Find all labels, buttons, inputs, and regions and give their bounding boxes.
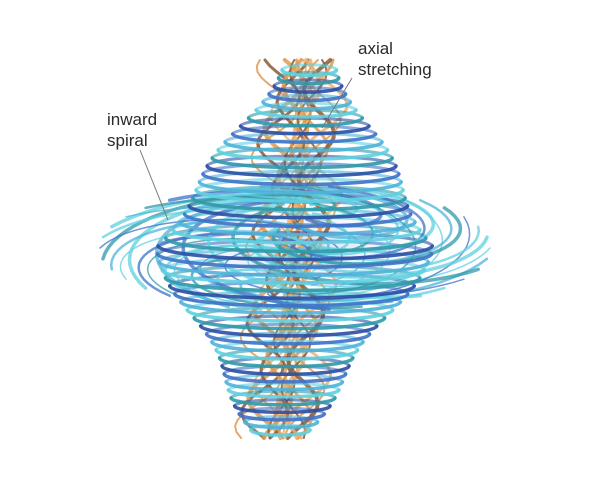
- spiral-ring-front-arc: [163, 276, 422, 293]
- spiral-ring-front-arc: [198, 324, 379, 338]
- spiral-ring-front-arc: [171, 228, 422, 245]
- spiral-ring-front-arc: [242, 420, 320, 430]
- spiral-ring-front-arc: [267, 92, 348, 103]
- spiral-ring-front-arc: [214, 348, 360, 361]
- spiral-ring-front-arc: [216, 148, 390, 161]
- inward-spiral-strand: [101, 192, 337, 261]
- spiral-ring-front-arc: [187, 204, 410, 220]
- inward-spiral-strand: [227, 187, 400, 256]
- spiral-ring-front-arc: [232, 404, 332, 415]
- inward-spiral-strand: [109, 218, 330, 271]
- spiral-ring-front-arc: [205, 164, 398, 178]
- spiral-ring-front-arc: [157, 260, 430, 278]
- spiral-ring-front-arc: [246, 116, 365, 128]
- axial-label-line-1: axial: [358, 39, 393, 58]
- spiral-ring-back-arc: [254, 101, 358, 112]
- spiral-ring-back-arc: [272, 78, 344, 88]
- inward-label-line-1: inward: [107, 110, 158, 129]
- spiral-ring-front-arc: [220, 364, 351, 377]
- spiral-ring-front-arc: [167, 284, 417, 300]
- spiral-ring-front-arc: [210, 340, 365, 353]
- spiral-ring-front-arc: [229, 396, 337, 407]
- spiral-rings-front: [155, 68, 435, 437]
- spiral-ring-front-arc: [222, 372, 348, 384]
- spiral-ring-front-arc: [248, 428, 312, 437]
- spiral-ring-back-arc: [267, 86, 348, 96]
- spiral-ring-back-arc: [280, 63, 338, 72]
- spiral-ring-front-arc: [192, 316, 387, 331]
- spiral-ring-front-arc: [163, 236, 428, 254]
- axial-stretching-label: axial stretching: [358, 38, 432, 80]
- spiral-ring-front-arc: [173, 292, 410, 308]
- spiral-ring-front-arc: [280, 68, 339, 78]
- spiral-ring-back-arc: [243, 415, 320, 424]
- spiral-ring-front-arc: [194, 188, 405, 203]
- inward-spiral-leader-line: [139, 149, 169, 221]
- spiral-ring-front-arc: [230, 132, 378, 144]
- spiral-ring-back-arc: [199, 314, 379, 328]
- spiral-ring-front-arc: [276, 76, 341, 86]
- spiral-ring-front-arc: [238, 124, 371, 136]
- inward-spiral-strand: [137, 231, 313, 298]
- axial-stretching-leader-line: [321, 77, 353, 129]
- spiral-ring-front-arc: [272, 84, 344, 94]
- spiral-ring-back-arc: [276, 70, 341, 80]
- spiral-ring-front-arc: [237, 412, 327, 422]
- spiral-ring-back-arc: [249, 423, 312, 432]
- spiral-ring-front-arc: [204, 332, 372, 346]
- spiral-ring-front-arc: [191, 196, 407, 212]
- spiral-ring-front-arc: [177, 220, 417, 237]
- inward-label-line-2: spiral: [107, 131, 148, 150]
- spiral-ring-back-arc: [261, 93, 352, 104]
- spiral-ring-front-arc: [254, 108, 358, 119]
- spiral-ring-front-arc: [201, 172, 401, 187]
- inward-spiral-label: inward spiral: [107, 109, 157, 151]
- spiral-ring-front-arc: [182, 212, 413, 229]
- spiral-ring-front-arc: [226, 388, 341, 399]
- axial-label-line-2: stretching: [358, 60, 432, 79]
- spiral-ring-front-arc: [223, 140, 384, 153]
- spiral-ring-front-arc: [210, 156, 394, 170]
- spiral-ring-front-arc: [224, 380, 345, 392]
- inward-spiral-strand: [289, 185, 426, 259]
- spiral-ring-front-arc: [261, 100, 353, 111]
- spiral-ring-front-arc: [197, 180, 403, 195]
- spiral-ring-front-arc: [179, 300, 403, 315]
- spiral-ring-front-arc: [217, 356, 355, 369]
- spiral-ring-front-arc: [185, 308, 395, 323]
- spiral-ring-front-arc: [156, 244, 435, 262]
- spiral-ring-front-arc: [155, 252, 434, 270]
- spiral-ring-front-arc: [160, 268, 427, 285]
